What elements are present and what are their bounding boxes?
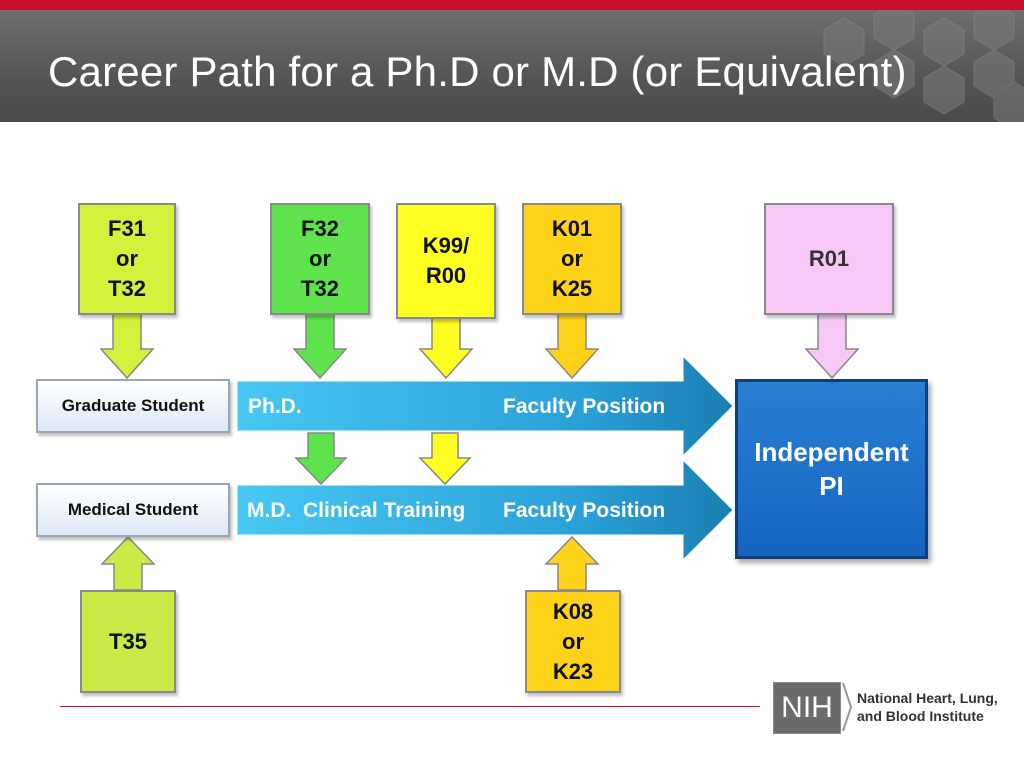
md-pathway-arrow: [236, 458, 734, 562]
hexagon-pattern-decoration: [823, 10, 1024, 122]
slide-header: Career Path for a Ph.D or M.D (or Equiva…: [0, 10, 1024, 122]
box-text: K08: [552, 598, 594, 624]
box-text: or: [116, 246, 138, 271]
institute-name-line2: and Blood Institute: [857, 708, 984, 724]
top-accent-bar: [0, 0, 1024, 10]
phd-pathway-arrow: [236, 354, 734, 458]
footer-divider: [60, 706, 760, 707]
t35-box: T35: [80, 590, 176, 693]
box-text: R01: [808, 246, 850, 271]
graduate-student-label: Graduate Student: [36, 379, 230, 433]
t35-up-arrow: [100, 535, 156, 591]
k01-k25-box: K01 or K25: [522, 203, 622, 315]
box-text: K23: [552, 658, 594, 684]
box-text: R00: [425, 263, 467, 288]
box-text: F31: [108, 216, 146, 241]
k99-r00-box: K99/ R00: [396, 203, 496, 319]
box-text: T32: [301, 276, 339, 301]
phd-path-label: Ph.D.: [248, 395, 302, 418]
nih-logo-text: NIH: [781, 691, 833, 724]
k01-down-arrow: [544, 306, 600, 380]
k99-down-arrow: [418, 316, 474, 380]
box-text: K99/: [422, 233, 470, 258]
k08-k23-box: K08 or K23: [525, 590, 621, 693]
pi-text-line2: PI: [819, 471, 844, 501]
phd-faculty-position-label: Faculty Position: [503, 395, 666, 418]
f31-down-arrow: [99, 306, 155, 380]
k08-up-arrow: [544, 535, 600, 591]
md-clinical-training-label: M.D. Clinical Training: [247, 499, 466, 522]
slide-title: Career Path for a Ph.D or M.D (or Equiva…: [48, 48, 907, 95]
box-text: K25: [551, 276, 593, 301]
pi-text-line1: Independent: [754, 437, 909, 467]
f32-down-arrow: [292, 306, 348, 380]
r01-down-arrow: [804, 303, 860, 380]
nih-logo: NIH: [773, 682, 841, 734]
institute-name-line1: National Heart, Lung,: [857, 690, 998, 706]
f32-md-down-arrow: [294, 432, 348, 486]
logo-separator: [842, 682, 853, 732]
box-text: T32: [108, 276, 146, 301]
box-text: K01: [551, 216, 593, 241]
box-text: F32: [301, 216, 339, 241]
medical-student-text: Medical Student: [67, 500, 199, 519]
institute-name: National Heart, Lung, and Blood Institut…: [857, 689, 998, 725]
medical-student-label: Medical Student: [36, 483, 230, 537]
box-text: or: [309, 246, 331, 271]
k99-md-down-arrow: [418, 432, 472, 486]
box-text: or: [561, 246, 583, 271]
md-faculty-position-label: Faculty Position: [503, 499, 666, 522]
box-text: or: [562, 628, 584, 654]
graduate-student-text: Graduate Student: [61, 396, 205, 415]
box-text: T35: [109, 628, 147, 654]
r01-box: R01: [764, 203, 894, 315]
independent-pi-box: Independent PI: [735, 379, 928, 559]
f32-t32-box: F32 or T32: [270, 203, 370, 315]
f31-t32-box: F31 or T32: [78, 203, 176, 315]
